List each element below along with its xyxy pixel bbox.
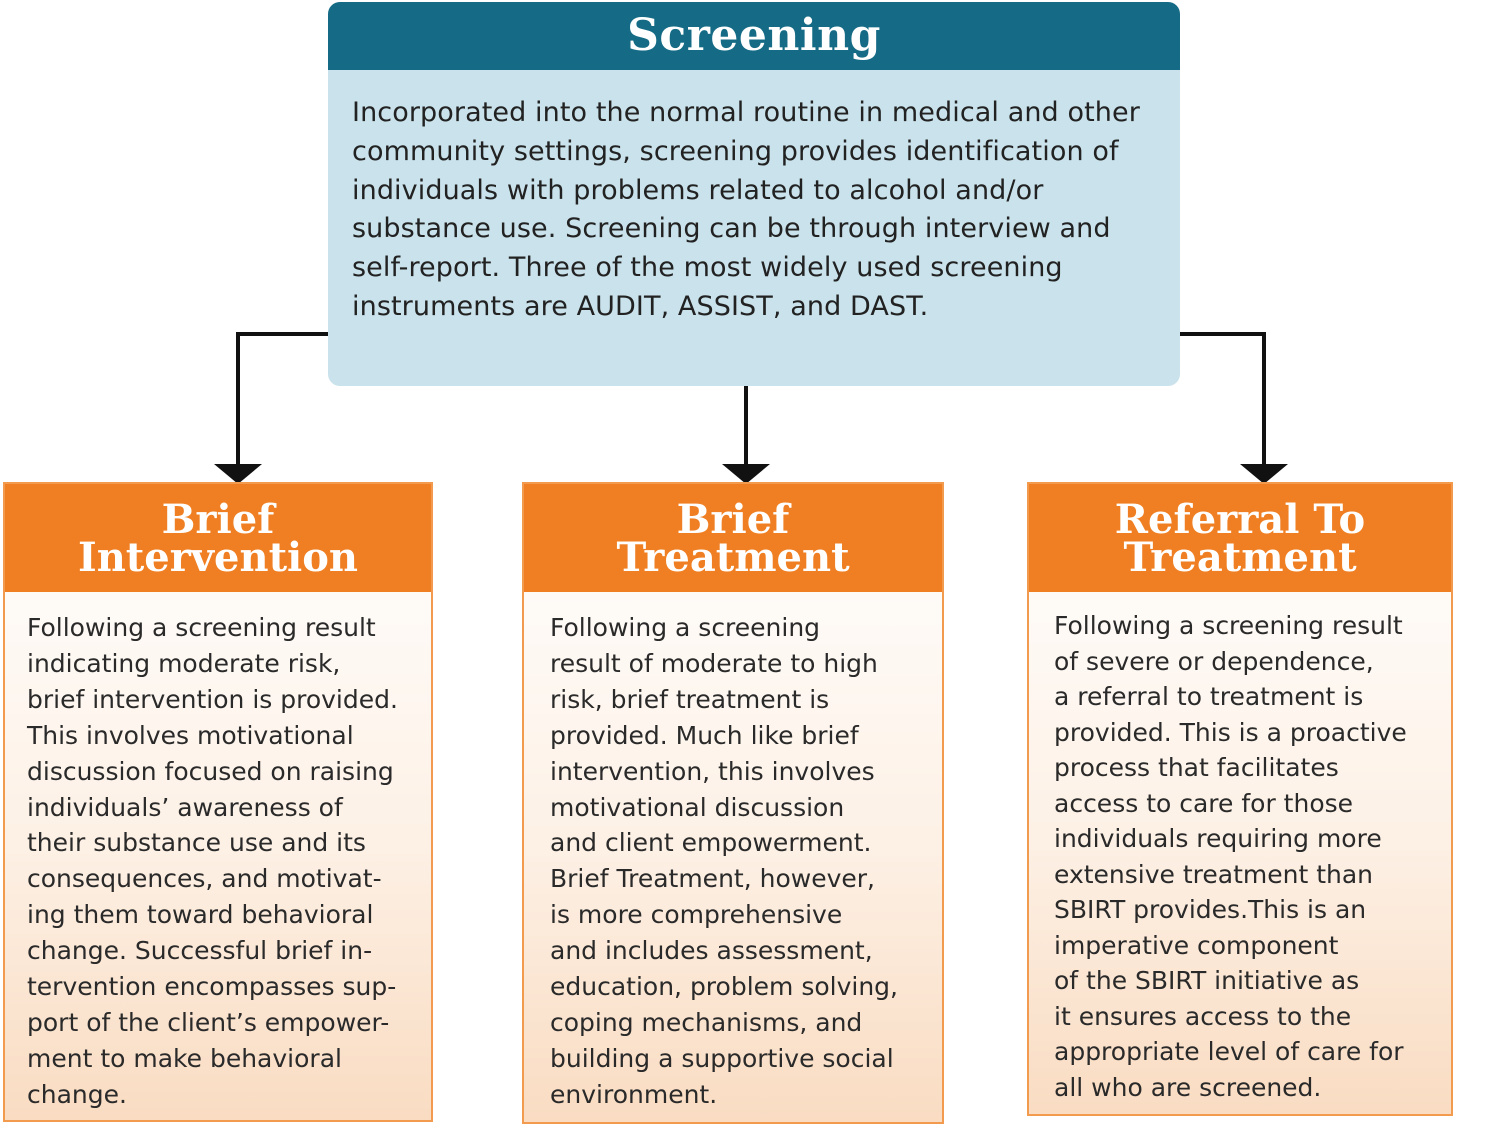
arrowhead-left xyxy=(214,464,262,484)
arrow-to-brief-intervention xyxy=(236,332,328,468)
brief-treatment-title: Brief Treatment xyxy=(524,484,942,592)
arrow-to-referral xyxy=(1180,332,1266,468)
referral-to-treatment-description: Following a screening result of severe o… xyxy=(1054,611,1407,1102)
referral-to-treatment-card: Referral To Treatment Following a screen… xyxy=(1027,482,1453,1116)
arrowhead-right xyxy=(1240,464,1288,484)
brief-intervention-title: Brief Intervention xyxy=(5,484,431,592)
referral-to-treatment-title: Referral To Treatment xyxy=(1029,484,1451,592)
screening-title: Screening xyxy=(328,2,1180,70)
brief-treatment-card: Brief Treatment Following a screening re… xyxy=(522,482,944,1124)
screening-description: Incorporated into the normal routine in … xyxy=(352,97,1140,322)
brief-intervention-description: Following a screening result indicating … xyxy=(27,613,398,1109)
arrowhead-center xyxy=(722,464,770,484)
brief-intervention-card: Brief Intervention Following a screening… xyxy=(3,482,433,1122)
brief-treatment-description: Following a screening result of moderate… xyxy=(550,613,898,1109)
screening-box: Screening Incorporated into the normal r… xyxy=(328,2,1180,386)
